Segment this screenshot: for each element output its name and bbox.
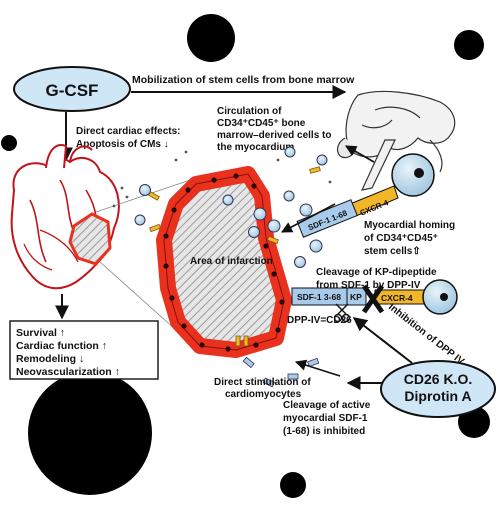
- outcome-item: Neovascularization ↑: [16, 366, 120, 378]
- svg-text:CD34⁺CD45⁺ bone: CD34⁺CD45⁺ bone: [217, 118, 306, 129]
- svg-text:Cleavage of active: Cleavage of active: [283, 400, 371, 411]
- mobilization-label: Mobilization of stem cells from bone mar…: [132, 74, 355, 86]
- zoom-line-bottom: [99, 261, 177, 331]
- svg-text:marrow–derived cells to: marrow–derived cells to: [217, 130, 332, 141]
- outcome-item: Survival ↑: [16, 327, 65, 339]
- direct-effects-label-1: Direct cardiac effects:: [76, 126, 181, 137]
- svg-text:Circulation of: Circulation of: [217, 106, 282, 117]
- cd26-node: CD26 K.O. Diprotin A: [380, 360, 496, 418]
- svg-text:stem cells⇧: stem cells⇧: [364, 246, 421, 257]
- outcome-item: Cardiac function ↑: [16, 340, 107, 352]
- sdf-cleaved-label: SDF-1 3-68: [297, 292, 341, 302]
- outcome-item: Remodeling ↓: [16, 353, 84, 365]
- homing-label: Myocardial homing of CD34⁺CD45⁺ stem cel…: [364, 220, 455, 257]
- sdf-molecules: [148, 166, 321, 347]
- gcsf-label: G-CSF: [46, 81, 99, 100]
- svg-text:of CD34⁺CD45⁺: of CD34⁺CD45⁺: [364, 233, 438, 244]
- direct-effects-label-2: Apoptosis of CMs ↓: [76, 139, 169, 150]
- svg-text:the myocardium: the myocardium: [217, 142, 294, 153]
- cd26-label-2: Diprotin A: [404, 388, 471, 404]
- small-specks: [112, 144, 332, 208]
- svg-text:(1-68) is inhibited: (1-68) is inhibited: [283, 426, 365, 437]
- cd26-label-1: CD26 K.O.: [404, 371, 472, 387]
- cleavage-kp-label-1: Cleavage of KP-dipeptide: [316, 267, 437, 278]
- svg-text:Myocardial homing: Myocardial homing: [364, 220, 455, 231]
- dpp-cd26-label: DPP-IV=CD26: [287, 315, 352, 326]
- decor-circle-left: [1, 135, 17, 151]
- cleavage-kp-label-2: from SDF-1 by DPP-IV: [316, 280, 421, 291]
- cleaved-sdf-complex: SDF-1 3-68 KP CXCR-4: [291, 279, 458, 315]
- homing-up-arrow: [345, 145, 375, 163]
- homing-arrow: [281, 203, 336, 233]
- gcsf-node: G-CSF: [13, 66, 131, 112]
- decor-circle-bottom: [280, 472, 306, 498]
- direct-stim-label-1: Direct stimulation of: [214, 377, 311, 388]
- inhibition-arrow: [352, 317, 413, 364]
- circulation-label: Circulation of CD34⁺CD45⁺ bone marrow–de…: [217, 106, 332, 153]
- cxcr4-b-label: CXCR-4: [381, 293, 413, 303]
- vessel-ring: [156, 166, 292, 358]
- decor-circle-top: [187, 14, 235, 62]
- cleavage-active-label: Cleavage of active myocardial SDF-1 (1-6…: [283, 400, 371, 437]
- area-infarction-label: Area of infarction: [190, 256, 273, 267]
- scissors-icon: [333, 303, 351, 323]
- decor-circle-bottom-left: [28, 371, 152, 495]
- inhibition-label: Inhibition of DPP IV: [386, 302, 466, 368]
- heart-illustration: [10, 144, 120, 290]
- circulating-cells: [134, 146, 328, 268]
- decor-circle-right: [454, 30, 484, 60]
- stimulation-arrow: [294, 359, 341, 377]
- sdf-fragments: [242, 356, 320, 388]
- direct-stim-label-2: cardiomyocytes: [225, 389, 302, 400]
- kp-label: KP: [350, 292, 362, 302]
- outcomes-box: Survival ↑ Cardiac function ↑ Remodeling…: [9, 320, 159, 380]
- svg-text:myocardial SDF-1: myocardial SDF-1: [283, 413, 368, 424]
